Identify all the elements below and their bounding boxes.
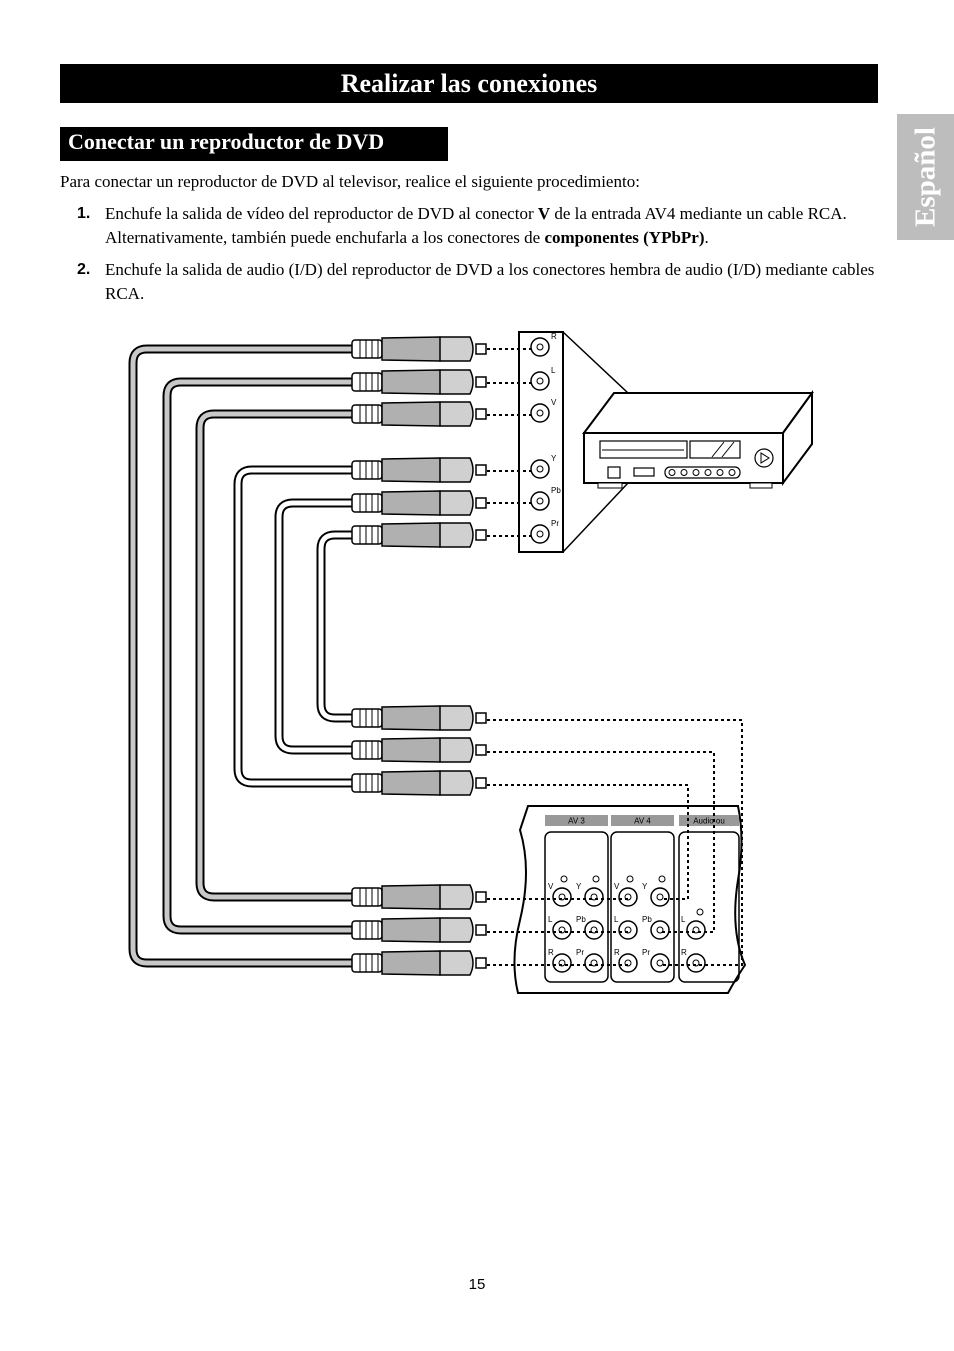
dvd-jack-label: Y xyxy=(551,454,557,463)
dvd-jack-l: L xyxy=(530,366,556,391)
tv-av3-jack-pr: Pr xyxy=(576,948,604,973)
rca-plug-7 xyxy=(351,705,487,731)
tv-marker-icon xyxy=(592,875,600,883)
tv-panel-label: AV 3 xyxy=(568,817,585,826)
dvd-front-button-5 xyxy=(716,469,724,476)
dvd-front-button-2 xyxy=(680,469,688,476)
audio-l-cable xyxy=(162,377,360,935)
tv-jack-label: Pr xyxy=(576,948,584,957)
dvd-jack-panel: R L V Y PbPr xyxy=(518,331,629,553)
pr-cable xyxy=(316,530,360,723)
tv-marker-icon xyxy=(560,875,568,883)
tv-jack-label: L xyxy=(548,915,553,924)
tv-jack-label: Pr xyxy=(642,948,650,957)
rca-plug-8 xyxy=(351,737,487,763)
rca-plug-9 xyxy=(351,770,487,796)
tv-jack-label: V xyxy=(548,882,554,891)
intro-paragraph: Para conectar un reproductor de DVD al t… xyxy=(60,172,640,191)
step-1-text: Enchufe la salida de vídeo del reproduct… xyxy=(105,204,847,247)
rca-plugs xyxy=(351,336,487,976)
rca-plug-10 xyxy=(351,884,487,910)
tv-panel-2: AV 4 xyxy=(610,815,675,983)
step-2-number: 2. xyxy=(77,261,91,278)
dvd-jack-y: Y xyxy=(530,454,557,479)
dash-y-av4 xyxy=(487,784,689,900)
tv-av4-jack-pr: Pr xyxy=(642,948,670,973)
dvd-jack-label: Pb xyxy=(551,486,561,495)
dvd-front-button-1 xyxy=(668,469,676,476)
tv-jack-label: Y xyxy=(642,882,648,891)
tv-av3-jack-y: Y xyxy=(576,882,604,907)
step-2-text: Enchufe la salida de audio (I/D) del rep… xyxy=(105,260,875,303)
dvd-jack-label: V xyxy=(551,398,557,407)
tv-marker-icon xyxy=(696,908,704,916)
dvd-player-illustration xyxy=(582,389,814,489)
tv-marker-icon xyxy=(626,875,634,883)
tv-jack-label: Y xyxy=(576,882,582,891)
tv-jack-label: L xyxy=(681,915,686,924)
dash-pb-av4 xyxy=(487,751,715,933)
tv-back-panel: AV 3 AV 4 Audio ou V Y L PbR Pr V Y L PbR Pr L R xyxy=(513,805,747,994)
tv-av4-jack-l: L xyxy=(614,915,638,940)
tv-audio-out-jack-l: L xyxy=(681,915,706,940)
tv-jack-label: R xyxy=(548,948,554,957)
step-1-number: 1. xyxy=(77,205,91,222)
rca-plug-5 xyxy=(351,490,487,516)
rca-plug-3 xyxy=(351,401,487,427)
rca-plug-4 xyxy=(351,457,487,483)
pb-cable xyxy=(274,498,360,755)
dvd-front-button-6 xyxy=(728,469,736,476)
tv-panel-3: Audio ou xyxy=(678,815,740,983)
dash-pr-av4 xyxy=(487,719,743,966)
tv-jack-label: R xyxy=(681,948,687,957)
step-2: 2. Enchufe la salida de audio (I/D) del … xyxy=(60,258,890,306)
tv-marker-icon xyxy=(658,875,666,883)
dvd-jack-r: R xyxy=(530,332,557,357)
tv-av4-jack-pb: Pb xyxy=(642,915,670,940)
page-title: Realizar las conexiones xyxy=(60,64,878,103)
tv-panel-label: AV 4 xyxy=(634,817,651,826)
rca-plug-1 xyxy=(351,336,487,362)
tv-jack-label: L xyxy=(614,915,619,924)
tv-panel-label: Audio ou xyxy=(693,817,725,826)
rca-plug-12 xyxy=(351,950,487,976)
tv-av4-jack-y: Y xyxy=(642,882,670,907)
dvd-jack-v: V xyxy=(530,398,557,423)
tv-panel-1: AV 3 xyxy=(544,815,609,983)
language-tab: Español xyxy=(897,114,954,240)
audio-r-cable xyxy=(128,344,360,968)
tv-jack-label: R xyxy=(614,948,620,957)
dvd-front-button-3 xyxy=(692,469,700,476)
dvd-jack-label: R xyxy=(551,332,557,341)
tv-jack-label: Pb xyxy=(576,915,586,924)
section-title: Conectar un reproductor de DVD xyxy=(60,127,448,161)
rca-plug-2 xyxy=(351,369,487,395)
dvd-jack-pb: Pb xyxy=(530,486,561,511)
rca-cables xyxy=(128,344,360,968)
rca-plug-11 xyxy=(351,917,487,943)
dvd-jack-label: Pr xyxy=(551,519,559,528)
connection-dashed-lines xyxy=(487,348,743,966)
tv-jack-label: Pb xyxy=(642,915,652,924)
step-1: 1. Enchufe la salida de vídeo del reprod… xyxy=(60,202,890,250)
tv-audio-out-jack-r: R xyxy=(681,948,706,973)
page-number: 15 xyxy=(468,1276,486,1293)
tv-av3-jack-pb: Pb xyxy=(576,915,604,940)
video-cable xyxy=(195,409,360,902)
tv-av3-jack-r: R xyxy=(548,948,572,973)
rca-plug-6 xyxy=(351,522,487,548)
dvd-front-button-4 xyxy=(704,469,712,476)
dvd-jack-label: L xyxy=(551,366,556,375)
tv-jack-label: V xyxy=(614,882,620,891)
dvd-jack-pr: Pr xyxy=(530,519,559,544)
y-cable xyxy=(233,465,360,788)
